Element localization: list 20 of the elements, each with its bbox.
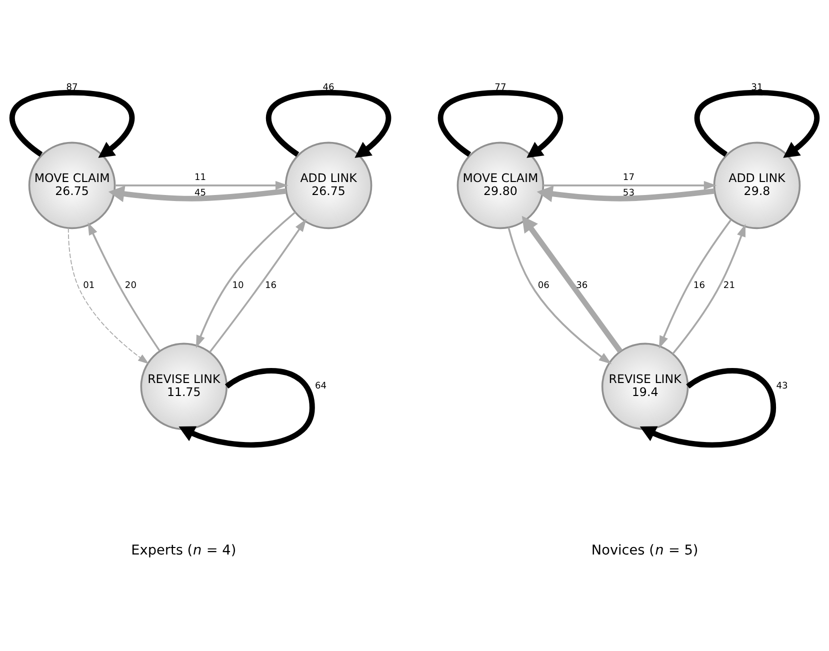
edge-label: 77 xyxy=(494,82,506,93)
edge-label: 46 xyxy=(322,82,334,93)
label: Experts (n = 4) xyxy=(131,542,236,558)
edge-label: 45 xyxy=(194,188,206,198)
edge-label: 53 xyxy=(622,188,634,198)
edge-label: 10 xyxy=(232,281,244,292)
edge-label: 01 xyxy=(83,281,95,292)
edge-label: 64 xyxy=(315,382,327,392)
edge-label: 11 xyxy=(194,172,206,183)
edge-label: 17 xyxy=(622,172,634,183)
edge-label: 16 xyxy=(693,281,705,292)
edge-label: 06 xyxy=(538,281,550,292)
edge-label: 20 xyxy=(124,281,136,292)
label: Novices (n = 5) xyxy=(591,542,698,558)
edge-label: 31 xyxy=(751,82,763,93)
edge-label: 16 xyxy=(265,281,277,292)
edge-label: 87 xyxy=(66,82,78,93)
edge-label: 36 xyxy=(576,281,588,292)
edge-label: 43 xyxy=(776,382,788,392)
edge-label: 21 xyxy=(723,281,736,292)
